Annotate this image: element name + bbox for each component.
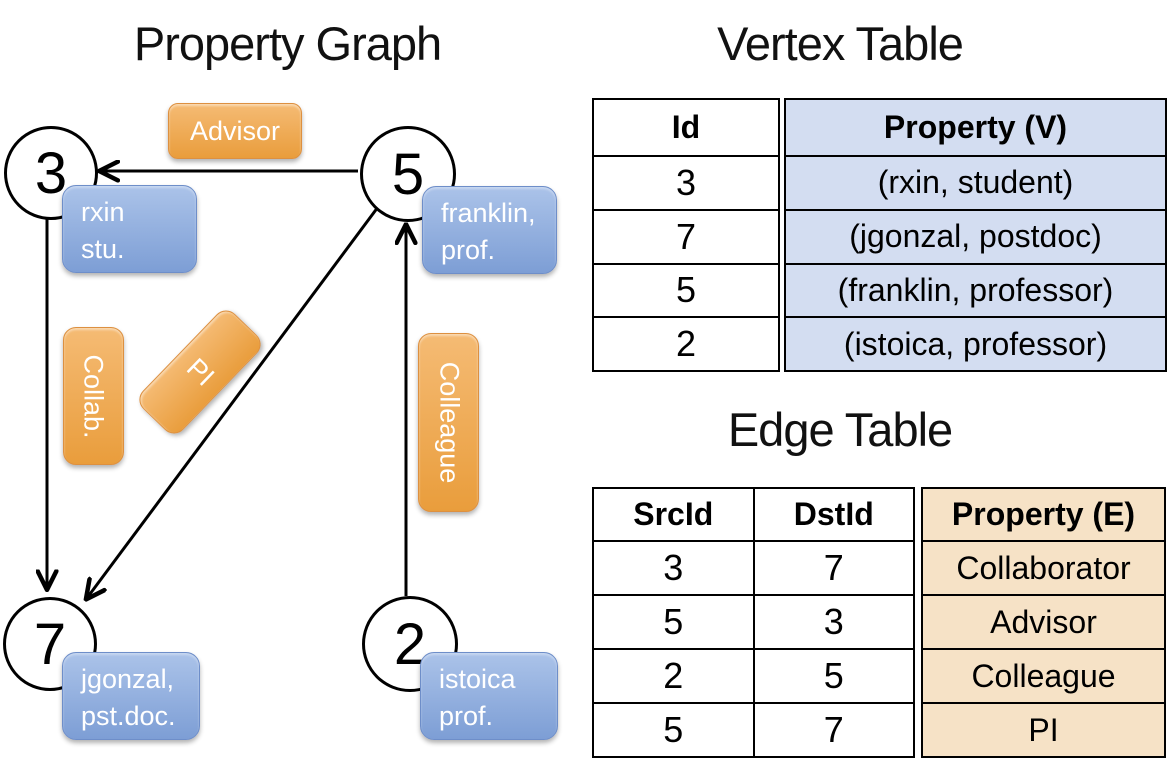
vertex-table-id-column: Id 3 7 5 2 [592, 98, 780, 372]
edge-srcid-cell: 5 [594, 596, 755, 648]
table-row: 2 [594, 318, 778, 370]
edge-table-header-property: Property (E) [951, 496, 1136, 532]
vertex-table-header-property: Property (V) [883, 109, 1068, 145]
node-5-id: 5 [391, 141, 425, 207]
edge-label-advisor-text: Advisor [189, 115, 281, 146]
table-row: 3 [594, 157, 778, 211]
edge-label-advisor: Advisor [168, 103, 302, 159]
vertex-table-title: Vertex Table [717, 17, 964, 70]
edge-label-colleague-text: Colleague [434, 361, 464, 484]
table-row: 5 [594, 265, 778, 319]
table-row: Collaborator [923, 542, 1164, 596]
edge-dstid-cell: 7 [823, 547, 844, 588]
node-3-property-line1: rxin [81, 197, 125, 227]
table-row: PI [923, 704, 1164, 756]
node-2-property-box: istoica prof. [420, 652, 558, 740]
node-5-property-line2: prof. [441, 235, 496, 265]
edge-property-cell: Colleague [971, 657, 1116, 694]
edge-table-property-column: Property (E) Collaborator Advisor Collea… [921, 487, 1166, 758]
node-3-property-line2: stu. [81, 234, 125, 264]
vertex-table-header-row: Property (V) [786, 100, 1165, 157]
table-row: 2 5 [594, 650, 913, 704]
edge-label-pi-text: PI [180, 351, 220, 392]
edge-property-cell: Collaborator [956, 549, 1131, 586]
edge-label-collab: Collab. [63, 327, 124, 465]
table-row: 5 7 [594, 704, 913, 756]
vertex-property-cell: (franklin, professor) [837, 271, 1114, 308]
edge-srcid-cell: 3 [594, 542, 755, 594]
vertex-id-cell: 7 [675, 215, 697, 257]
node-7-property-box: jgonzal, pst.doc. [62, 652, 200, 740]
edge-label-colleague: Colleague [418, 333, 479, 512]
table-row: (rxin, student) [786, 157, 1165, 211]
vertex-table-header-id: Id [671, 109, 701, 145]
edge-property-cell: PI [1028, 711, 1059, 748]
edge-table-header-dstid: DstId [793, 496, 874, 532]
table-row: (franklin, professor) [786, 265, 1165, 319]
table-row: 5 3 [594, 596, 913, 650]
edge-srcid-cell: 5 [594, 704, 755, 756]
table-row: (jgonzal, postdoc) [786, 211, 1165, 265]
edge-dstid-cell: 7 [823, 709, 844, 750]
edge-table-header-row: SrcId DstId [594, 489, 913, 542]
edge-pi-arrow [87, 206, 380, 598]
table-row: Colleague [923, 650, 1164, 704]
node-7-property-line1: jgonzal, [81, 664, 175, 694]
edge-table-ids-columns: SrcId DstId 3 7 5 3 2 5 5 7 [592, 487, 915, 758]
graph-node-3: 3 [4, 126, 98, 220]
vertex-id-cell: 3 [675, 161, 697, 203]
edge-table-header-srcid: SrcId [594, 489, 755, 540]
node-2-property-line1: istoica [439, 664, 516, 694]
edge-dstid-cell: 3 [823, 601, 844, 642]
edge-property-cell: Advisor [990, 603, 1097, 640]
vertex-property-cell: (jgonzal, postdoc) [849, 218, 1102, 255]
table-row: (istoica, professor) [786, 318, 1165, 370]
vertex-table-property-column: Property (V) (rxin, student) (jgonzal, p… [784, 98, 1167, 372]
node-5-property-box: franklin, prof. [422, 186, 557, 274]
node-3-property-box: rxin stu. [62, 185, 197, 273]
property-graph-title: Property Graph [133, 17, 442, 70]
node-7-property-line2: pst.doc. [81, 701, 176, 731]
node-2-property-line2: prof. [439, 701, 494, 731]
edge-table-header-row: Property (E) [923, 489, 1164, 542]
edge-label-collab-text: Collab. [79, 353, 110, 439]
edge-table-title: Edge Table [727, 403, 953, 456]
table-row: 3 7 [594, 542, 913, 596]
table-row: Advisor [923, 596, 1164, 650]
vertex-id-cell: 5 [675, 269, 697, 311]
vertex-property-cell: (rxin, student) [877, 164, 1074, 201]
table-row: 7 [594, 211, 778, 265]
node-3-id: 3 [34, 140, 68, 206]
vertex-property-cell: (istoica, professor) [843, 325, 1108, 362]
edge-dstid-cell: 5 [823, 655, 844, 696]
node-5-property-line1: franklin, [441, 198, 536, 228]
edge-srcid-cell: 2 [594, 650, 755, 702]
vertex-id-cell: 2 [675, 323, 697, 365]
node-7-id: 7 [33, 611, 67, 677]
vertex-table-header-row: Id [594, 100, 778, 157]
